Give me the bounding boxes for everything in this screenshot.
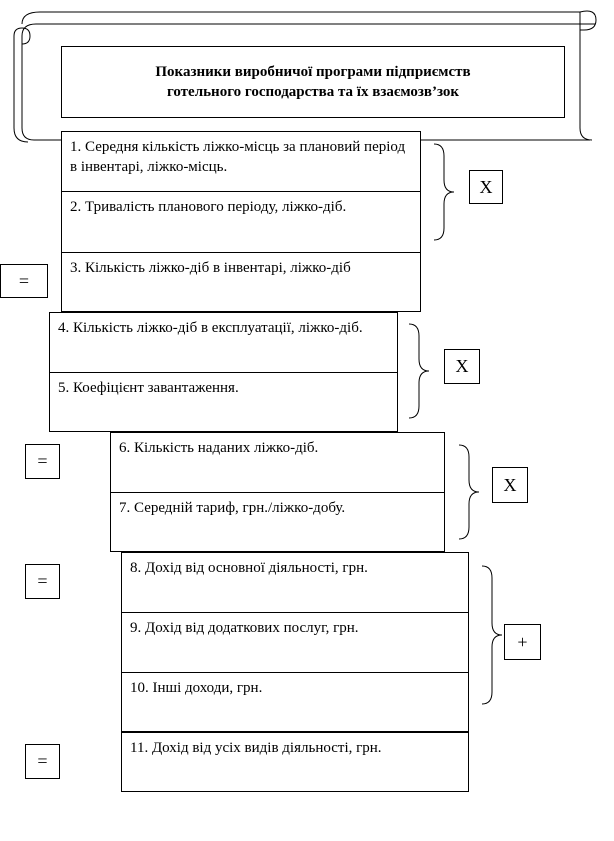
indicator-1: 1. Середня кількість ліжко-місць за план… — [61, 131, 421, 192]
diagram-title-text: Показники виробничої програми підприємст… — [155, 64, 471, 100]
plus-operator: + — [504, 624, 541, 660]
brace-group-4 — [481, 565, 503, 705]
brace-group-2 — [408, 323, 430, 419]
indicator-7-text: 7. Середній тариф, грн./ліжко-добу. — [119, 500, 346, 516]
indicator-6-text: 6. Кількість наданих ліжко-діб. — [119, 440, 319, 456]
operator-4-text: + — [517, 631, 528, 652]
multiply-operator-1: Х — [469, 170, 503, 204]
indicator-11: 11. Дохід від усіх видів діяльності, грн… — [121, 732, 469, 792]
indicator-9-text: 9. Дохід від додаткових послуг, грн. — [130, 620, 359, 636]
indicator-6: 6. Кількість наданих ліжко-діб. — [110, 432, 445, 493]
equals-operator-4: = — [25, 744, 60, 779]
indicator-8: 8. Дохід від основної діяльності, грн. — [121, 552, 469, 613]
indicator-5-text: 5. Коефіцієнт завантаження. — [58, 380, 239, 396]
operator-2-text: Х — [455, 356, 469, 376]
brace-group-1 — [433, 143, 455, 241]
indicator-2-text: 2. Тривалість планового періоду, ліжко-д… — [70, 199, 347, 215]
multiply-operator-3: Х — [492, 467, 528, 503]
equals-operator-1: = — [0, 264, 48, 298]
indicator-9: 9. Дохід від додаткових послуг, грн. — [121, 612, 469, 673]
operator-3-text: Х — [503, 474, 517, 495]
equals-operator-2: = — [25, 444, 60, 479]
indicator-2: 2. Тривалість планового періоду, ліжко-д… — [61, 191, 421, 253]
indicator-1-text: 1. Середня кількість ліжко-місць за план… — [70, 139, 406, 175]
multiply-operator-2: Х — [444, 349, 480, 384]
indicator-5: 5. Коефіцієнт завантаження. — [49, 372, 398, 432]
scroll-banner — [13, 10, 597, 143]
equals-1-text: = — [18, 270, 30, 291]
indicator-3-text: 3. Кількість ліжко-діб в інвентарі, ліжк… — [70, 260, 351, 276]
indicator-4: 4. Кількість ліжко-діб в експлуатації, л… — [49, 312, 398, 373]
indicator-8-text: 8. Дохід від основної діяльності, грн. — [130, 560, 368, 576]
equals-4-text: = — [37, 751, 48, 771]
indicator-4-text: 4. Кількість ліжко-діб в експлуатації, л… — [58, 320, 363, 336]
brace-group-3 — [458, 444, 480, 540]
indicator-10: 10. Інші доходи, грн. — [121, 672, 469, 732]
indicator-11-text: 11. Дохід від усіх видів діяльності, грн… — [130, 740, 382, 756]
operator-1-text: Х — [479, 176, 493, 197]
indicator-10-text: 10. Інші доходи, грн. — [130, 680, 263, 696]
indicator-3: 3. Кількість ліжко-діб в інвентарі, ліжк… — [61, 252, 421, 312]
diagram-title: Показники виробничої програми підприємст… — [61, 46, 565, 118]
equals-operator-3: = — [25, 564, 60, 599]
equals-2-text: = — [37, 451, 48, 471]
equals-3-text: = — [37, 571, 48, 591]
indicator-7: 7. Середній тариф, грн./ліжко-добу. — [110, 492, 445, 552]
